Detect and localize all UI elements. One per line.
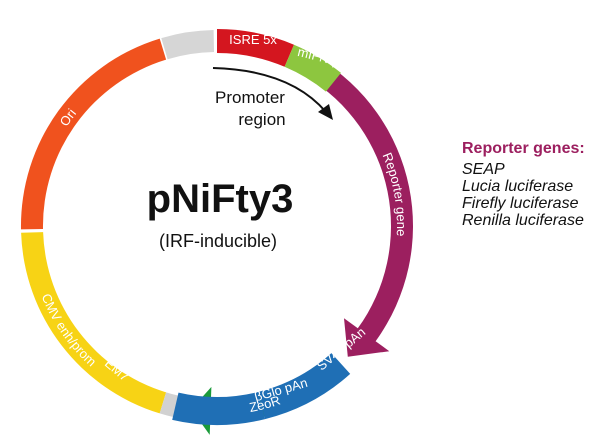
reporter-genes-panel: Reporter genes: SEAP Lucia luciferase Fi…: [462, 140, 600, 229]
sv40-pan-box: [258, 353, 351, 420]
isre-box: [217, 29, 294, 67]
promoter-arc: [212, 67, 327, 113]
cmv-label: CMV enh/prom: [39, 291, 100, 369]
reporter-gene-item: Lucia luciferase: [462, 178, 574, 195]
reporter-gene-label: Reporter gene: [380, 150, 409, 236]
reporter-gene-item: Renilla luciferase: [462, 212, 584, 229]
cmv-segment: [21, 232, 167, 414]
reporter-gene-arrow: [306, 58, 414, 357]
plasmid-subtitle: (IRF-inducible): [159, 231, 277, 251]
reporter-genes-heading: Reporter genes:: [462, 140, 585, 157]
reporter-gene-item: Firefly luciferase: [462, 195, 579, 212]
ori-segment: [20, 38, 167, 230]
reporter-gene-item: SEAP: [462, 161, 505, 178]
isre-label: ISRE 5x: [229, 32, 277, 47]
plasmid-title: pNiFty3: [147, 177, 294, 221]
bglo-pan-box: [172, 391, 266, 426]
mifn-beta-box: [284, 44, 341, 92]
promoter-line2: region: [238, 110, 285, 129]
promoter-arrowhead-icon: [318, 104, 333, 120]
spacer-segment: [161, 30, 214, 60]
promoter-line1: Promoter: [215, 88, 285, 107]
